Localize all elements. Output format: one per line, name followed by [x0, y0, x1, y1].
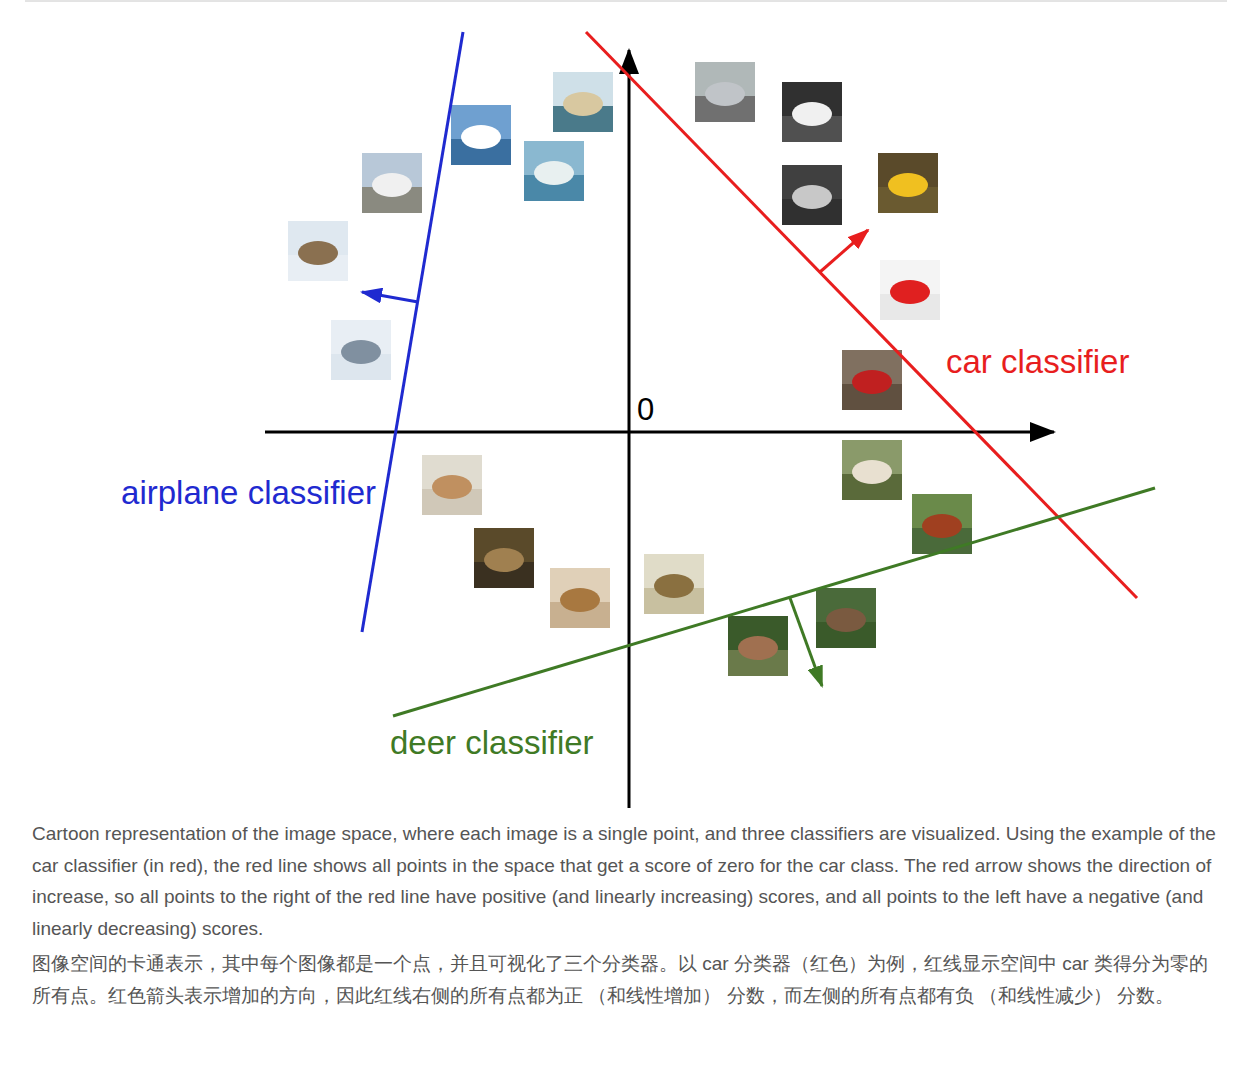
image-thumbnail — [816, 588, 876, 648]
image-thumbnail — [782, 165, 842, 225]
top-rule — [25, 1, 1227, 2]
direction-arrow — [790, 598, 822, 686]
image-thumbnail — [880, 260, 940, 320]
image-thumbnail — [878, 153, 938, 213]
classifier-label: airplane classifier — [121, 474, 376, 512]
classifier-line — [362, 32, 463, 632]
image-thumbnail — [331, 320, 391, 380]
caption-translation: 图像空间的卡通表示，其中每个图像都是一个点，并且可视化了三个分类器。以 car … — [32, 948, 1222, 1011]
image-thumbnail — [550, 568, 610, 628]
image-thumbnail — [288, 221, 348, 281]
thumbnail-object — [890, 280, 930, 304]
thumbnail-object — [922, 514, 962, 538]
thumbnail-object — [888, 173, 928, 197]
thumbnail-object — [654, 574, 694, 598]
thumbnail-object — [826, 608, 866, 632]
thumbnail-object — [852, 460, 892, 484]
thumbnail-object — [563, 92, 603, 116]
image-thumbnail — [524, 141, 584, 201]
image-thumbnail — [782, 82, 842, 142]
classifier-line — [393, 488, 1155, 716]
thumbnail-object — [372, 173, 412, 197]
thumbnail-object — [341, 340, 381, 364]
image-thumbnail — [728, 616, 788, 676]
image-thumbnail — [842, 350, 902, 410]
image-thumbnail — [474, 528, 534, 588]
image-thumbnail — [695, 62, 755, 122]
thumbnail-object — [852, 370, 892, 394]
thumbnail-object — [461, 125, 501, 149]
image-thumbnail — [553, 72, 613, 132]
direction-arrow — [362, 292, 418, 302]
thumbnail-object — [792, 185, 832, 209]
thumbnail-object — [738, 636, 778, 660]
image-thumbnail — [362, 153, 422, 213]
image-thumbnail — [644, 554, 704, 614]
caption-block: Cartoon representation of the image spac… — [32, 818, 1222, 1015]
y-axis — [628, 50, 631, 808]
classifier-label: car classifier — [946, 343, 1129, 381]
thumbnail-object — [534, 161, 574, 185]
thumbnail-object — [298, 241, 338, 265]
classifier-line — [586, 32, 1137, 598]
caption: Cartoon representation of the image spac… — [32, 818, 1222, 944]
thumbnail-object — [432, 475, 472, 499]
thumbnail-object — [560, 588, 600, 612]
thumbnail-object — [705, 82, 745, 106]
classifier-label: deer classifier — [390, 724, 594, 762]
image-thumbnail — [422, 455, 482, 515]
origin-label: 0 — [637, 392, 654, 428]
thumbnail-object — [792, 102, 832, 126]
image-thumbnail — [842, 440, 902, 500]
thumbnail-object — [484, 548, 524, 572]
x-axis — [265, 431, 1054, 434]
direction-arrow — [820, 230, 868, 272]
image-thumbnail — [451, 105, 511, 165]
